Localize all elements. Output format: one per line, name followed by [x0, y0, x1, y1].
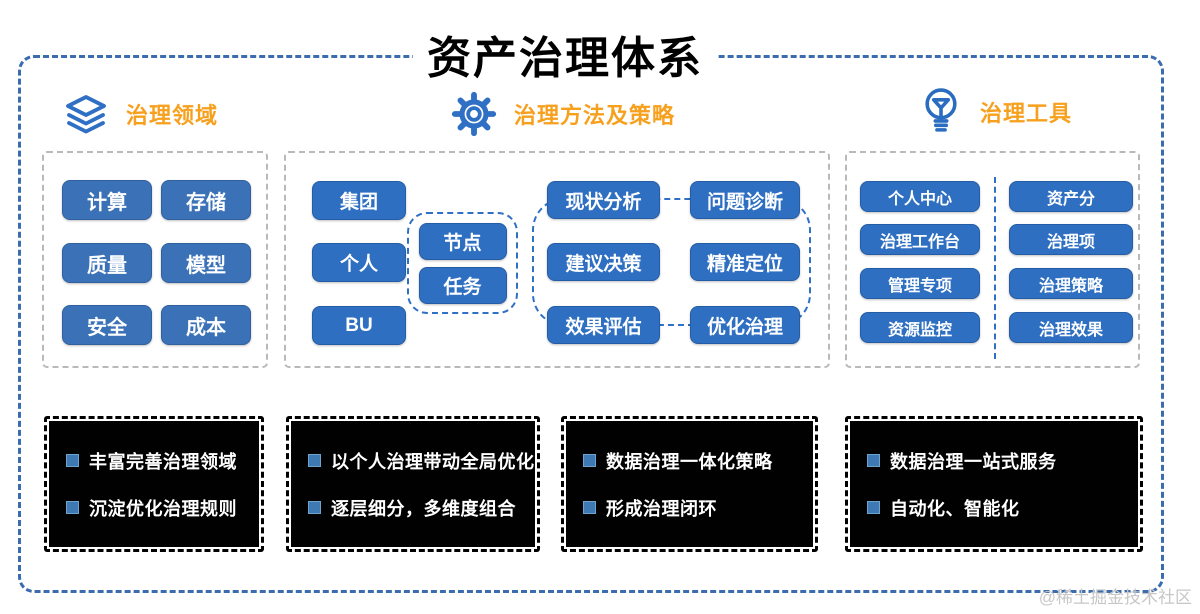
section-label-tools: 治理工具: [980, 101, 1073, 126]
tool-chip-governance-effect: 治理效果: [1009, 312, 1133, 343]
org-chip-group: 集团: [312, 181, 406, 220]
section-label-methods: 治理方法及策略: [514, 103, 676, 128]
panel-tools: 个人中心 治理工作台 管理专项 资源监控 资产分 治理项 治理策略 治理效果: [845, 151, 1140, 368]
cycle-chip-advice-decision: 建议决策: [547, 243, 660, 281]
domain-chip-security: 安全: [62, 305, 152, 345]
page-title: 资产治理体系: [0, 22, 1130, 86]
summary-text: 数据治理一体化策略: [606, 451, 773, 472]
domain-chip-cost: 成本: [161, 305, 251, 345]
tool-chip-personal-center: 个人中心: [860, 181, 980, 212]
summary-item: 以个人治理带动全局优化: [308, 448, 535, 474]
summary-text: 数据治理一站式服务: [890, 451, 1057, 472]
bullet-square-icon: [867, 454, 880, 467]
tool-chip-governance-workbench: 治理工作台: [860, 224, 980, 255]
summary-text: 逐层细分，多维度组合: [331, 498, 516, 519]
tool-chip-governance-item: 治理项: [1009, 224, 1133, 255]
bullet-square-icon: [308, 501, 321, 514]
panel-domain: 计算 存储 质量 模型 安全 成本: [42, 151, 268, 368]
summary-text: 自动化、智能化: [890, 498, 1020, 519]
cycle-chip-status-analysis: 现状分析: [547, 181, 660, 219]
summary-text: 以个人治理带动全局优化: [331, 451, 535, 472]
section-label-domain: 治理领域: [126, 103, 219, 128]
tool-chip-asset-score: 资产分: [1009, 181, 1133, 212]
page-title-text: 资产治理体系: [413, 22, 717, 86]
tool-chip-management-special: 管理专项: [860, 268, 980, 299]
bullet-square-icon: [583, 454, 596, 467]
bullet-square-icon: [867, 501, 880, 514]
cycle-chip-precise-locating: 精准定位: [690, 243, 800, 281]
lightbulb-icon: [918, 86, 964, 138]
org-chip-bu: BU: [312, 306, 406, 345]
tool-chip-governance-strategy: 治理策略: [1009, 268, 1133, 299]
bullet-square-icon: [308, 454, 321, 467]
section-header-domain: 治理领域: [62, 90, 218, 138]
summary-item: 自动化、智能化: [867, 495, 1138, 521]
org-chip-personal: 个人: [312, 243, 406, 282]
cycle-chip-problem-diagnosis: 问题诊断: [690, 181, 800, 219]
chip-node: 节点: [418, 222, 507, 260]
tool-chip-resource-monitor: 资源监控: [860, 312, 980, 343]
layers-icon: [62, 90, 110, 138]
summary-box-methods: 以个人治理带动全局优化 逐层细分，多维度组合: [286, 416, 540, 552]
bullet-square-icon: [583, 501, 596, 514]
domain-chip-storage: 存储: [161, 180, 251, 220]
summary-box-tools: 数据治理一站式服务 自动化、智能化: [845, 416, 1143, 552]
section-header-methods: 治理方法及策略: [450, 90, 675, 138]
summary-text: 沉淀优化治理规则: [89, 498, 237, 519]
node-task-group: 节点 任务: [407, 212, 518, 314]
watermark: @稀土掘金技术社区: [1038, 588, 1192, 607]
summary-item: 丰富完善治理领域: [66, 448, 259, 474]
gear-icon: [450, 90, 498, 138]
domain-chip-model: 模型: [161, 243, 251, 283]
chip-task: 任务: [418, 266, 507, 304]
bullet-square-icon: [66, 454, 79, 467]
summary-item: 数据治理一体化策略: [583, 448, 813, 474]
domain-chip-quality: 质量: [62, 243, 152, 283]
summary-item: 数据治理一站式服务: [867, 448, 1138, 474]
tools-dashed-divider: [994, 177, 996, 359]
summary-box-domain: 丰富完善治理领域 沉淀优化治理规则: [44, 416, 264, 552]
governance-cycle-ring: [532, 198, 811, 326]
cycle-chip-optimize-governance: 优化治理: [690, 306, 800, 344]
section-header-tools: 治理工具: [918, 86, 1072, 138]
bullet-square-icon: [66, 501, 79, 514]
summary-box-strategy: 数据治理一体化策略 形成治理闭环: [561, 416, 818, 552]
summary-text: 丰富完善治理领域: [89, 451, 237, 472]
summary-item: 形成治理闭环: [583, 495, 813, 521]
domain-chip-compute: 计算: [62, 180, 152, 220]
summary-text: 形成治理闭环: [606, 498, 717, 519]
panel-methods: 集团 个人 BU 节点 任务 现状分析 问题诊断 建议决策 精准定位 效果评估 …: [284, 151, 830, 368]
cycle-chip-effect-evaluation: 效果评估: [547, 306, 660, 344]
summary-item: 逐层细分，多维度组合: [308, 495, 535, 521]
summary-item: 沉淀优化治理规则: [66, 495, 259, 521]
